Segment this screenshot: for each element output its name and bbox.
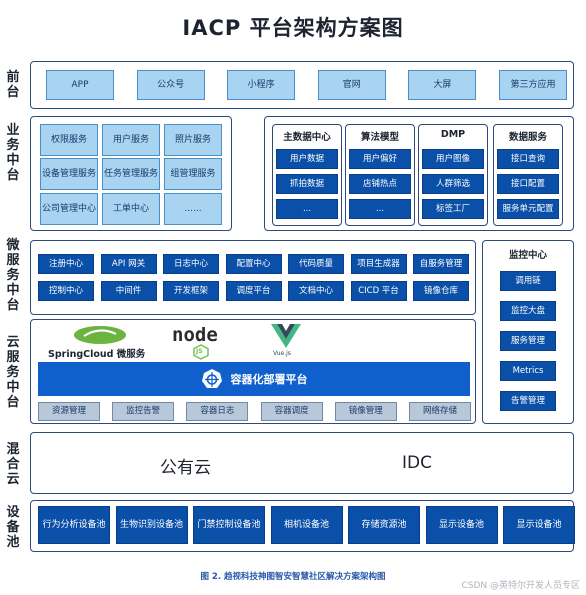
- node-logo-text: node: [172, 324, 218, 346]
- business-service-item: 设备管理服务: [40, 158, 98, 190]
- micro-frame: [30, 240, 476, 315]
- micro-service-item: 控制中心: [38, 281, 94, 301]
- monitor-item: 监控大盘: [500, 301, 556, 321]
- device-pool-item: 存储资源池: [348, 506, 420, 544]
- device-pool-item: 生物识别设备池: [115, 506, 188, 544]
- device-pool-item: 门禁控制设备池: [193, 506, 265, 544]
- cloud-tool-item: 网络存储: [409, 402, 471, 421]
- node-hexagon-icon: [193, 344, 209, 360]
- cloud-tool-item: 容器日志: [186, 402, 249, 421]
- monitor-item: 调用链: [500, 271, 556, 291]
- micro-service-item: 镜像仓库: [413, 281, 469, 301]
- device-pool-item: 显示设备池: [503, 506, 575, 544]
- business-group-item: ...: [349, 199, 411, 219]
- idc-label: IDC: [402, 453, 432, 473]
- vue-icon: [271, 324, 301, 348]
- business-service-item: 权限服务: [40, 124, 98, 156]
- layer-label-front: 前台: [6, 70, 20, 100]
- business-group-item: 接口配置: [497, 174, 559, 194]
- monitor-item: 告警管理: [500, 391, 556, 411]
- page-title: IACP 平台架构方案图: [182, 16, 404, 40]
- business-service-item: ......: [164, 193, 222, 225]
- node-logo: node JS: [172, 324, 232, 360]
- node-logo-sub: JS: [196, 348, 203, 355]
- layer-label-business: 业务中台: [6, 123, 20, 183]
- micro-service-item: 配置中心: [225, 254, 282, 274]
- device-pool-item: 行为分析设备池: [38, 506, 110, 544]
- device-pool-item: 显示设备池: [425, 506, 498, 544]
- spring-logo-text: SpringCloud 微服务: [48, 349, 146, 360]
- business-service-item: 照片服务: [164, 124, 222, 156]
- figure-caption: 图 2. 趋视科技神图智安智慧社区解决方案架构图: [200, 572, 386, 582]
- business-service-item: 工单中心: [102, 193, 160, 225]
- spring-leaf-icon: [74, 326, 126, 344]
- business-group-item: 用户数据: [276, 149, 338, 169]
- micro-service-item: 开发框架: [163, 281, 219, 301]
- business-service-item: 公司管理中心: [40, 193, 98, 225]
- cloud-tool-item: 监控告警: [112, 402, 175, 421]
- business-group-title: 数据服务: [508, 132, 547, 143]
- device-pool-item: 相机设备池: [270, 506, 343, 544]
- front-item: 公众号: [136, 70, 205, 100]
- business-group-item: 人群筛选: [422, 174, 484, 194]
- micro-service-item: 自服务管理: [413, 254, 469, 274]
- vue-logo: Vue.js: [268, 324, 304, 358]
- micro-service-item: 中间件: [100, 281, 157, 301]
- business-service-item: 任务管理服务: [102, 158, 160, 190]
- front-item: 第三方应用: [499, 70, 567, 100]
- kubernetes-icon: [201, 369, 222, 388]
- container-platform-bar: 容器化部署平台: [38, 362, 470, 396]
- container-platform-label: 容器化部署平台: [230, 373, 308, 386]
- business-group-item: 用户图像: [422, 149, 484, 169]
- layer-label-cloud: 云服务中台: [6, 335, 20, 410]
- micro-service-item: 代码质量: [288, 254, 344, 274]
- business-group-item: 店铺热点: [349, 174, 411, 194]
- front-item: 小程序: [227, 70, 296, 100]
- vue-logo-text: Vue.js: [273, 350, 291, 357]
- micro-service-item: CICD 平台: [350, 281, 407, 301]
- business-group-title: 算法模型: [360, 132, 399, 143]
- business-group-item: 接口查询: [497, 149, 559, 169]
- layer-label-micro: 微服务中台: [6, 238, 20, 313]
- business-group-item: 用户偏好: [349, 149, 411, 169]
- micro-service-item: 调度平台: [225, 281, 282, 301]
- hybrid-frame: [30, 432, 574, 494]
- cloud-tool-item: 容器调度: [260, 402, 323, 421]
- layer-label-hybrid: 混合云: [6, 442, 20, 487]
- front-item: 大屏: [408, 70, 477, 100]
- cloud-tool-item: 资源管理: [38, 402, 100, 421]
- micro-service-item: 日志中心: [163, 254, 219, 274]
- business-group-item: 标签工厂: [422, 199, 484, 219]
- business-group-title: 主数据中心: [283, 132, 331, 143]
- monitor-title: 监控中心: [508, 250, 547, 261]
- layer-label-devices: 设备池: [6, 505, 20, 550]
- micro-service-item: 注册中心: [38, 254, 94, 274]
- front-item: 官网: [317, 70, 386, 100]
- micro-service-item: API 网关: [100, 254, 157, 274]
- business-service-item: 用户服务: [102, 124, 160, 156]
- spring-cloud-logo: SpringCloud 微服务: [48, 324, 158, 360]
- micro-service-item: 文档中心: [288, 281, 344, 301]
- business-group-item: ...: [276, 199, 338, 219]
- monitor-item: 服务管理: [500, 331, 556, 351]
- front-item: APP: [46, 70, 114, 100]
- cloud-tool-item: 镜像管理: [334, 402, 397, 421]
- public-cloud-label: 公有云: [160, 458, 211, 478]
- business-service-item: 组管理服务: [164, 158, 222, 190]
- business-group-item: 服务单元配置: [497, 199, 559, 219]
- monitor-item: Metrics: [500, 361, 556, 381]
- business-group-item: 抓拍数据: [276, 174, 338, 194]
- front-frame: [30, 61, 574, 109]
- business-group-title: DMP: [440, 129, 466, 140]
- watermark: CSDN @英特尔开发人员专区: [461, 581, 580, 591]
- micro-service-item: 项目生成器: [350, 254, 407, 274]
